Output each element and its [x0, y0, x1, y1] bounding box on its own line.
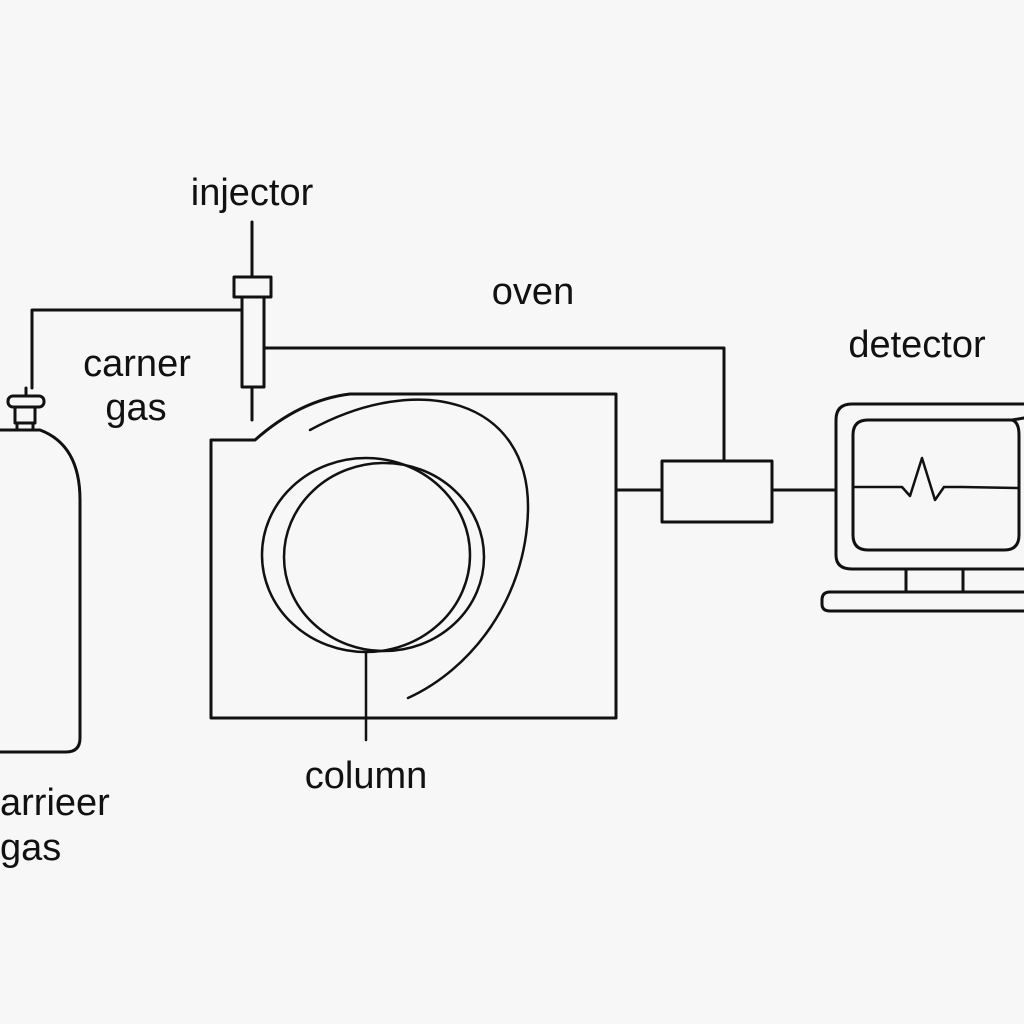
label-carrier-gas-top-line1: carner — [83, 343, 191, 385]
oven-box — [209, 392, 618, 720]
label-oven: oven — [492, 271, 574, 313]
label-injector: injector — [191, 172, 314, 214]
transfer-line-top — [262, 346, 726, 463]
label-carrier-gas-top-line2: gas — [105, 387, 166, 429]
syringe-icon — [232, 220, 273, 422]
gas-cylinder-icon — [0, 386, 82, 754]
label-carrier-gas-bottom-line2: gas — [0, 827, 61, 869]
label-detector: detector — [848, 324, 986, 366]
column-coil — [260, 398, 530, 742]
detector-unit-box — [660, 459, 774, 524]
monitor-icon — [820, 402, 1024, 613]
label-carrier-gas-bottom-line1: arrieer — [0, 782, 110, 824]
label-column: column — [305, 755, 428, 797]
carrier-gas-line — [30, 308, 244, 390]
